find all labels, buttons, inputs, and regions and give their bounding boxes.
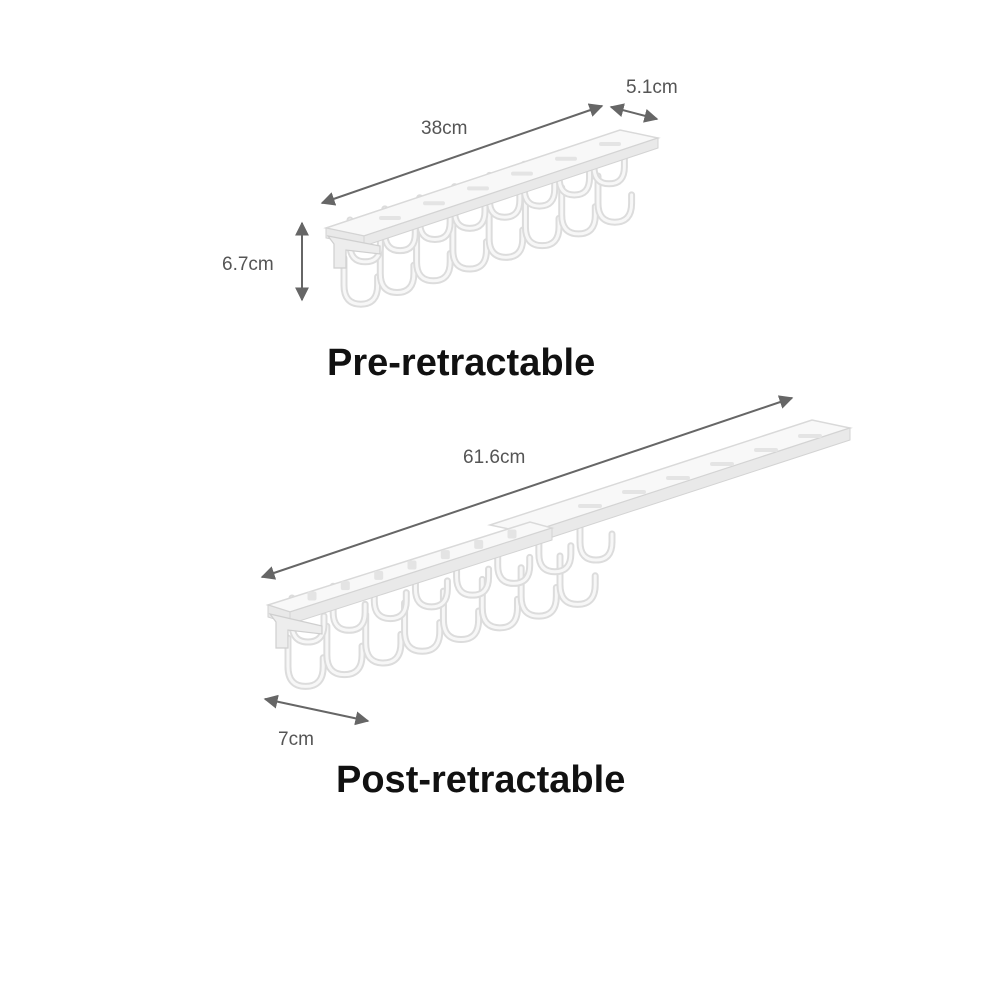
hook — [558, 184, 599, 238]
panel-slot — [754, 448, 778, 452]
panel-hole — [340, 581, 350, 591]
panel-slot — [599, 142, 621, 146]
panel-hole — [440, 550, 450, 560]
hook — [416, 194, 454, 244]
panel-slot — [467, 186, 489, 191]
hook — [370, 571, 410, 623]
hook — [451, 183, 489, 232]
hook — [439, 587, 483, 644]
depth-dimension-arrow — [609, 103, 659, 123]
hook — [340, 254, 382, 308]
post-retractable-rack-panel — [265, 419, 853, 649]
hook — [449, 219, 490, 273]
hook — [284, 634, 327, 690]
extended-length-dimension-arrow — [260, 395, 794, 580]
hook — [521, 195, 563, 250]
hook — [485, 207, 527, 261]
panel-hole — [374, 570, 384, 580]
hook — [323, 622, 366, 679]
hook — [556, 552, 599, 608]
hook — [413, 231, 454, 285]
post-retractable-group: 61.6cm 7cm Post-retractable — [260, 395, 853, 801]
pre-retractable-caption: Pre-retractable — [327, 342, 595, 384]
length-dimension-label: 38cm — [421, 118, 467, 139]
hook — [453, 547, 493, 599]
hook — [329, 582, 369, 634]
length-dimension-arrow — [320, 103, 604, 206]
hook — [381, 205, 419, 255]
depth-dimension-label: 5.1cm — [626, 77, 678, 98]
hook-spacing-dimension-arrow — [263, 694, 370, 726]
panel-hole — [407, 560, 417, 570]
hook — [478, 575, 521, 632]
hook-spacing-dimension-label: 7cm — [278, 729, 314, 750]
panel-slot — [666, 476, 690, 480]
extended-length-dimension-label: 61.6cm — [463, 447, 525, 468]
panel-slot — [423, 201, 445, 206]
hook — [517, 564, 560, 620]
height-dimension-label: 6.7cm — [222, 254, 274, 275]
panel-slot — [511, 171, 533, 176]
panel-slot — [555, 156, 577, 161]
panel-slot — [379, 216, 401, 220]
panel-hole — [474, 539, 484, 549]
panel-hole — [307, 591, 317, 601]
hook — [485, 171, 524, 221]
hook — [401, 599, 444, 655]
panel-slot — [710, 462, 734, 466]
hook — [594, 172, 636, 226]
pre-retractable-group: 38cm 5.1cm 6.7cm Pre-retractable — [222, 77, 678, 384]
hook — [411, 559, 451, 611]
hook — [362, 611, 405, 667]
post-retractable-caption: Post-retractable — [336, 759, 625, 801]
panel-slot — [798, 434, 822, 438]
hook — [376, 242, 418, 296]
panel-slot — [622, 490, 646, 494]
panel-slot — [578, 504, 602, 508]
panel-hole — [507, 529, 517, 539]
